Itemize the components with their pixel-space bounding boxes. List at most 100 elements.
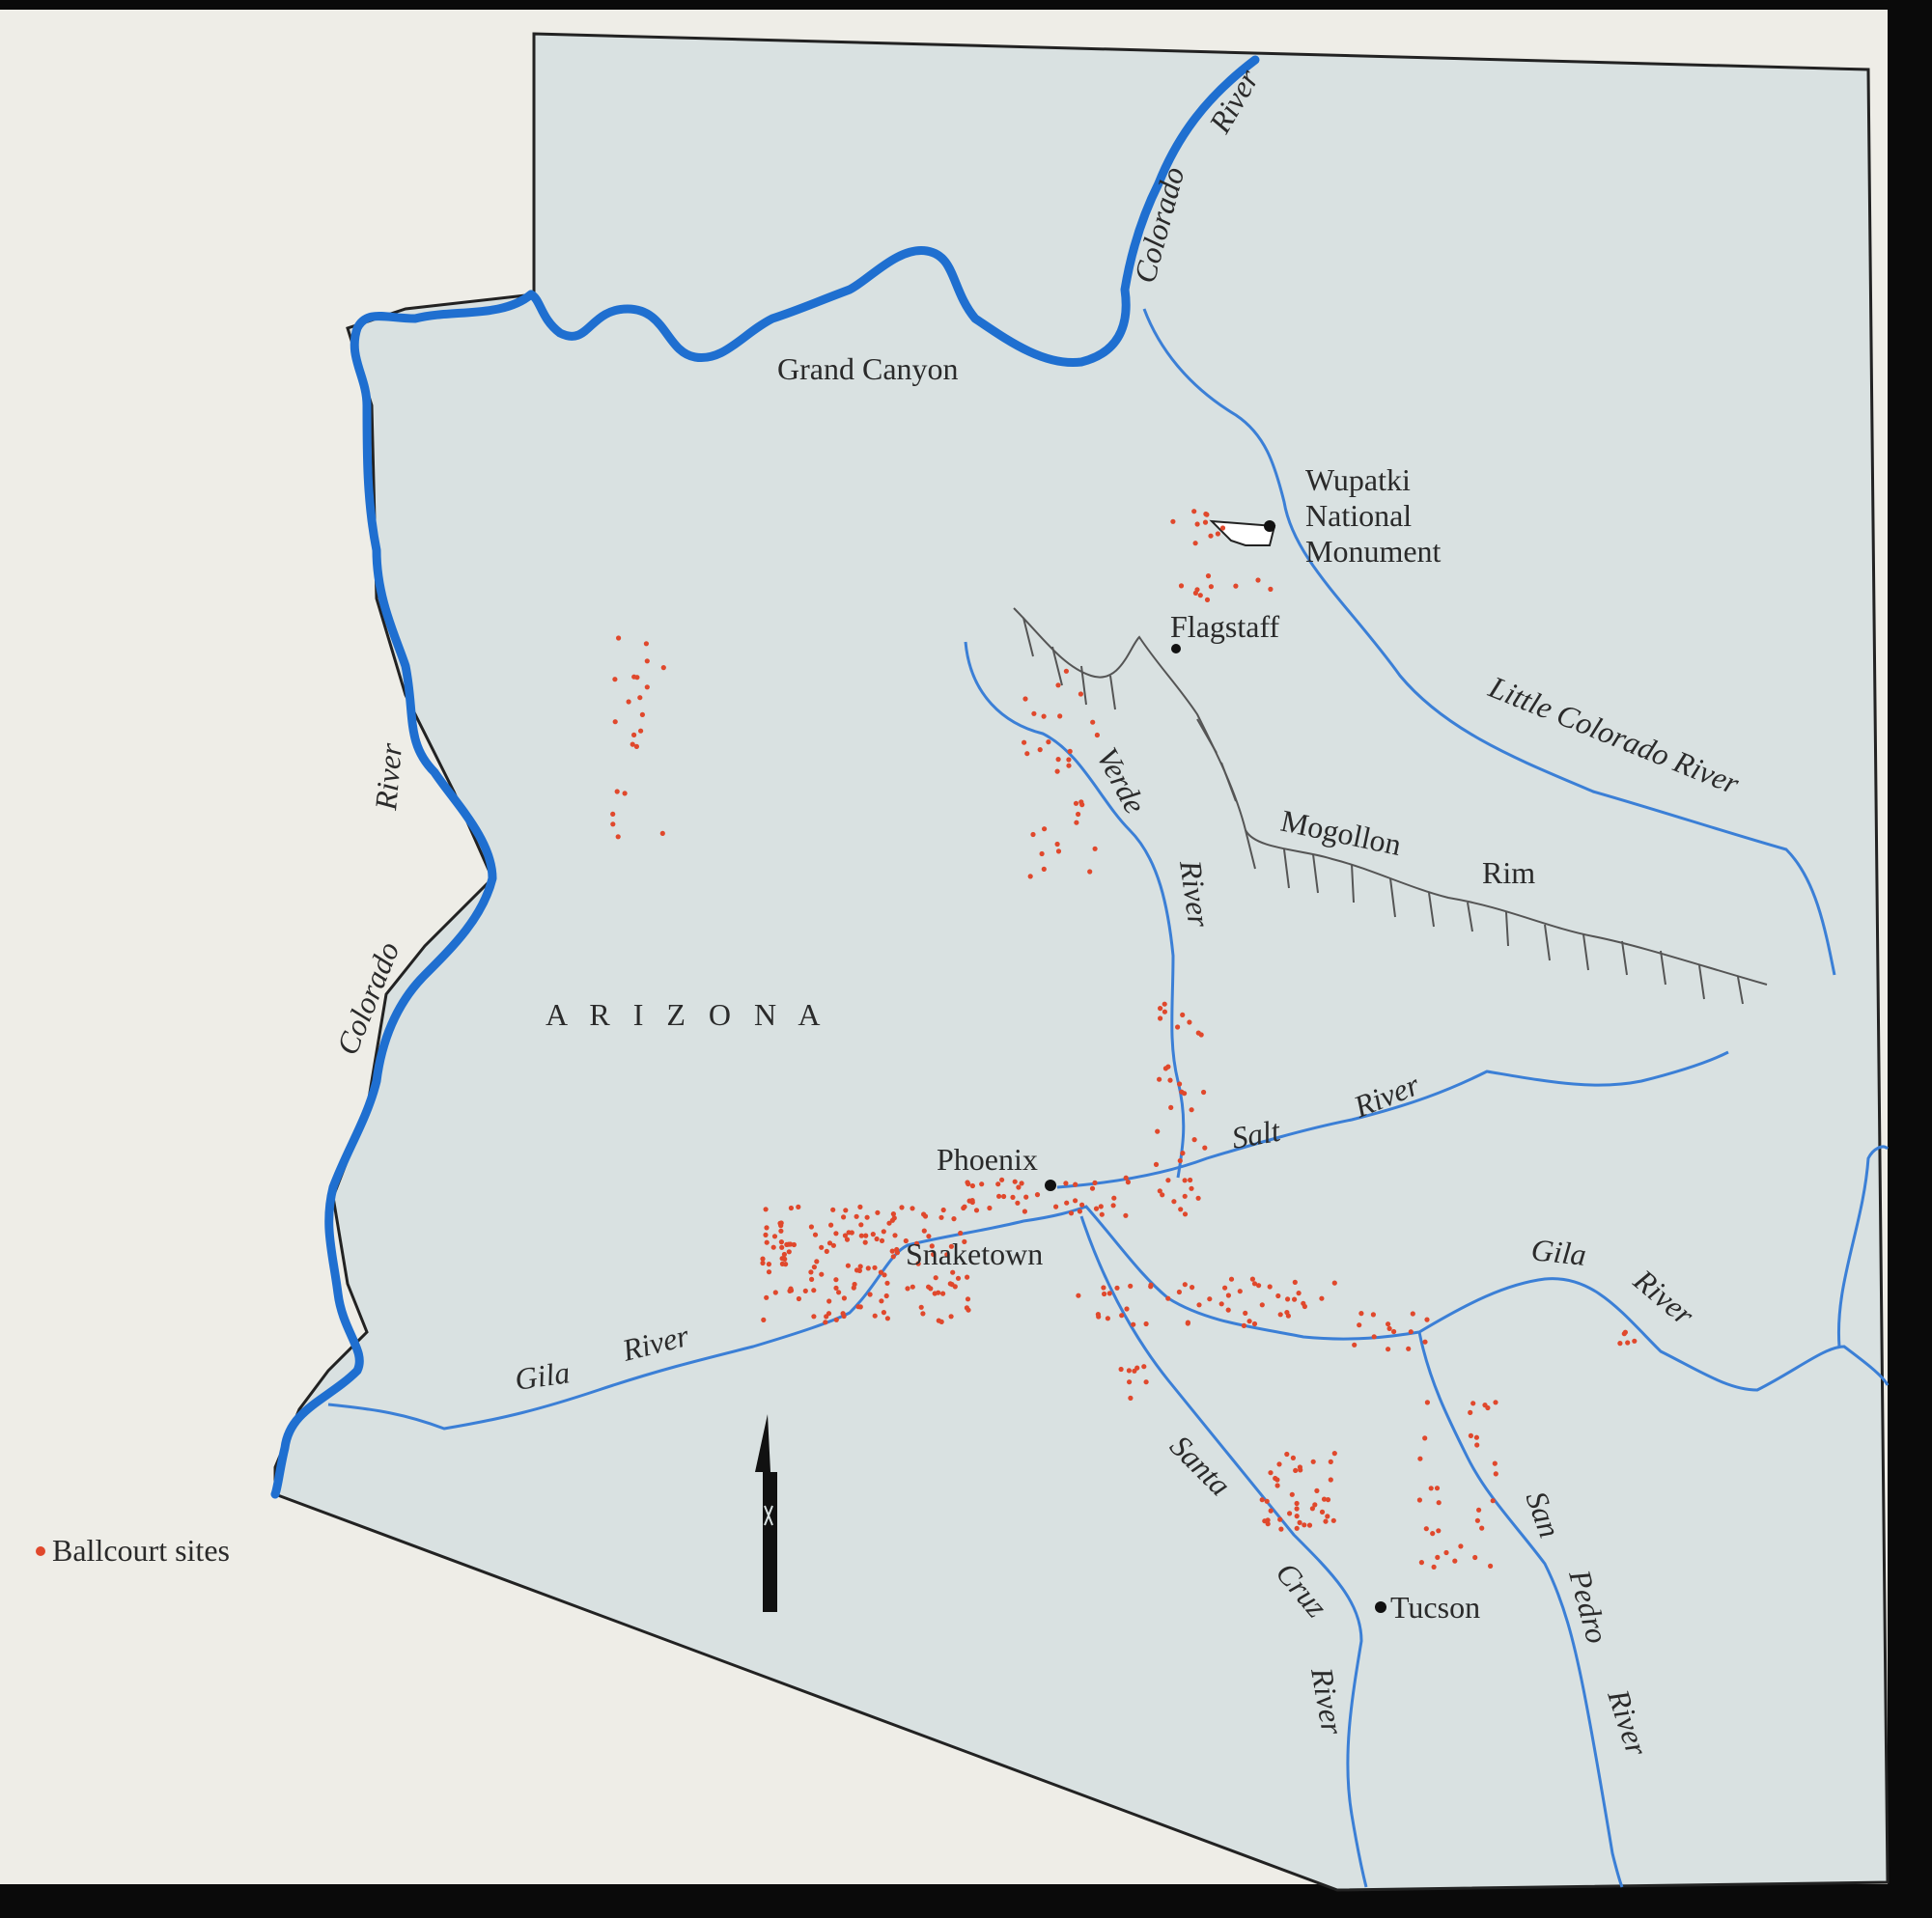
flagstaff-dot bbox=[1171, 644, 1181, 653]
ballcourt-site-marker bbox=[1053, 1204, 1059, 1209]
ballcourt-site-marker bbox=[1010, 1194, 1016, 1200]
ballcourt-site-marker bbox=[659, 830, 665, 837]
ballcourt-site-marker bbox=[1073, 800, 1079, 806]
ballcourt-site-marker bbox=[1268, 586, 1274, 593]
ballcourt-site-marker bbox=[1222, 1285, 1228, 1291]
ballcourt-site-marker bbox=[1041, 713, 1047, 719]
ballcourt-site-marker bbox=[870, 1232, 876, 1237]
ballcourt-site-marker bbox=[779, 1244, 785, 1250]
ballcourt-site-marker bbox=[1143, 1379, 1149, 1385]
ballcourt-site-marker bbox=[950, 1269, 956, 1275]
ballcourt-site-marker bbox=[819, 1244, 825, 1250]
ballcourt-site-marker bbox=[889, 1248, 895, 1254]
ballcourt-site-marker bbox=[786, 1249, 792, 1255]
ballcourt-site-marker bbox=[1195, 1195, 1201, 1201]
ballcourt-site-marker bbox=[886, 1220, 892, 1226]
ballcourt-site-marker bbox=[791, 1241, 798, 1248]
ballcourt-site-marker bbox=[938, 1214, 944, 1220]
ballcourt-site-marker bbox=[630, 741, 635, 747]
ballcourt-site-marker bbox=[1168, 1104, 1174, 1110]
ballcourt-site-marker bbox=[1158, 1006, 1163, 1012]
ballcourt-site-marker bbox=[1287, 1511, 1293, 1516]
ballcourt-site-marker bbox=[1319, 1295, 1325, 1301]
ballcourt-site-marker bbox=[1277, 1516, 1283, 1522]
ballcourt-site-marker bbox=[1493, 1471, 1498, 1477]
ballcourt-site-marker bbox=[951, 1216, 957, 1222]
ballcourt-site-marker bbox=[1076, 811, 1081, 818]
ballcourt-site-marker bbox=[1284, 1451, 1290, 1458]
ballcourt-site-marker bbox=[764, 1294, 770, 1300]
ballcourt-site-marker bbox=[1276, 1461, 1282, 1467]
ballcourt-site-marker bbox=[1386, 1347, 1391, 1352]
legend-label: Ballcourt sites bbox=[52, 1533, 230, 1568]
ballcourt-site-marker bbox=[881, 1229, 886, 1235]
ballcourt-site-marker bbox=[910, 1284, 915, 1290]
phoenix-label: Phoenix bbox=[937, 1142, 1038, 1177]
ballcourt-site-marker bbox=[760, 1256, 766, 1262]
ballcourt-site-marker bbox=[1331, 1280, 1337, 1286]
ballcourt-site-marker bbox=[814, 1259, 820, 1265]
ballcourt-site-marker bbox=[1092, 1180, 1098, 1185]
ballcourt-site-marker bbox=[1358, 1311, 1364, 1317]
ballcourt-site-marker bbox=[910, 1206, 915, 1211]
phoenix-dot bbox=[1045, 1180, 1056, 1191]
ballcourt-site-marker bbox=[1357, 1322, 1362, 1328]
ballcourt-site-marker bbox=[1297, 1464, 1302, 1470]
ballcourt-site-marker bbox=[1289, 1491, 1295, 1497]
ballcourt-site-marker bbox=[1241, 1322, 1246, 1328]
ballcourt-site-marker bbox=[802, 1288, 808, 1293]
ballcourt-site-marker bbox=[1189, 1185, 1194, 1191]
ballcourt-site-marker bbox=[788, 1205, 795, 1211]
ballcourt-site-marker bbox=[1177, 1157, 1183, 1164]
ballcourt-site-marker bbox=[1323, 1518, 1329, 1524]
ballcourt-site-marker bbox=[958, 1230, 964, 1237]
ballcourt-site-marker bbox=[1436, 1500, 1442, 1506]
ballcourt-site-marker bbox=[1319, 1509, 1326, 1515]
ballcourt-site-marker bbox=[940, 1291, 946, 1296]
ballcourt-site-marker bbox=[833, 1317, 839, 1322]
ballcourt-site-marker bbox=[644, 684, 650, 690]
ballcourt-site-marker bbox=[926, 1234, 932, 1239]
ballcourt-site-marker bbox=[1207, 1296, 1213, 1302]
grand-canyon-label: Grand Canyon bbox=[777, 351, 959, 386]
ballcourt-site-marker bbox=[779, 1256, 785, 1262]
ballcourt-site-marker bbox=[1292, 1279, 1298, 1285]
ballcourt-site-marker bbox=[770, 1244, 776, 1250]
ballcourt-site-marker bbox=[1188, 1177, 1193, 1183]
ballcourt-site-marker bbox=[844, 1237, 851, 1242]
ballcourt-site-marker bbox=[1171, 1199, 1177, 1205]
ballcourt-site-marker bbox=[836, 1290, 842, 1295]
tucson-label: Tucson bbox=[1390, 1590, 1480, 1625]
ballcourt-site-marker bbox=[1259, 1302, 1265, 1308]
ballcourt-site-marker bbox=[1215, 531, 1220, 537]
ballcourt-site-marker bbox=[1180, 1012, 1186, 1017]
ballcourt-site-marker bbox=[1406, 1346, 1412, 1351]
ballcourt-site-marker bbox=[858, 1233, 864, 1238]
ballcourt-site-marker bbox=[894, 1250, 901, 1256]
ballcourt-site-marker bbox=[1041, 866, 1047, 873]
ballcourt-site-marker bbox=[999, 1177, 1005, 1182]
ballcourt-site-marker bbox=[1371, 1334, 1377, 1340]
ballcourt-site-marker bbox=[1148, 1284, 1154, 1290]
ballcourt-site-marker bbox=[1101, 1285, 1106, 1291]
ballcourt-site-marker bbox=[1067, 748, 1073, 755]
ballcourt-site-marker bbox=[1277, 1312, 1283, 1318]
ballcourt-site-marker bbox=[766, 1262, 772, 1267]
ballcourt-site-marker bbox=[1204, 597, 1211, 603]
ballcourt-site-marker bbox=[1422, 1435, 1428, 1441]
ballcourt-site-marker bbox=[772, 1290, 778, 1295]
ballcourt-site-marker bbox=[1123, 1175, 1129, 1181]
ballcourt-site-marker bbox=[1096, 1314, 1102, 1320]
ballcourt-site-marker bbox=[1225, 1307, 1231, 1313]
ballcourt-site-marker bbox=[1309, 1506, 1315, 1512]
ballcourt-site-marker bbox=[631, 674, 637, 680]
ballcourt-site-marker bbox=[660, 665, 666, 671]
ballcourt-site-marker bbox=[763, 1232, 769, 1237]
ballcourt-site-marker bbox=[1126, 1368, 1132, 1374]
santa-cruz-river-path bbox=[1079, 1215, 1368, 1888]
ballcourt-site-marker bbox=[921, 1228, 927, 1234]
ballcourt-site-marker bbox=[1492, 1460, 1498, 1466]
ballcourt-site-marker bbox=[1015, 1200, 1021, 1206]
